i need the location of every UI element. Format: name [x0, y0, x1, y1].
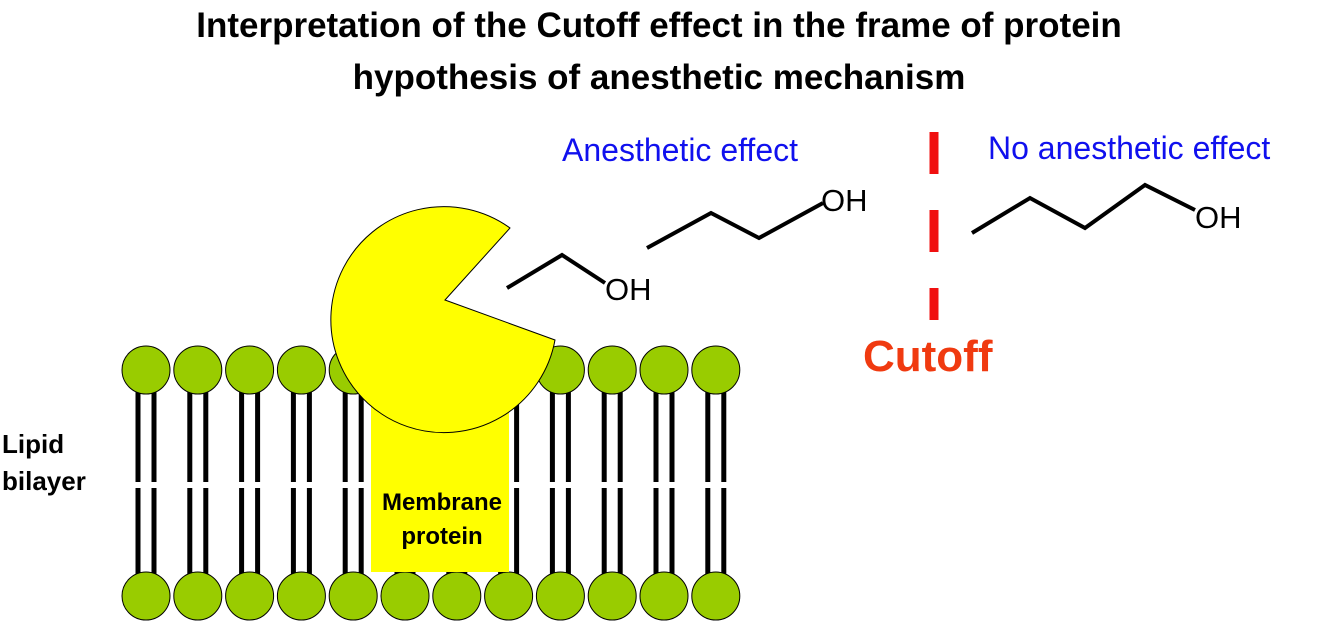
page-title: Interpretation of the Cutoff effect in t…	[0, 0, 1318, 104]
lipid-head	[328, 571, 378, 621]
ethanol-oh-label: OH	[605, 272, 652, 307]
lipid-label-line-2: bilayer	[2, 466, 86, 496]
no-anesthetic-effect-label: No anesthetic effect	[988, 130, 1271, 166]
lipid-head	[380, 571, 430, 621]
cutoff-label: Cutoff	[863, 332, 993, 381]
lipid-head	[173, 571, 223, 621]
lipid-head	[121, 571, 171, 621]
lipid-bilayer-label: Lipid bilayer	[2, 426, 86, 500]
title-line-2: hypothesis of anesthetic mechanism	[352, 58, 966, 97]
propanol-skeleton	[646, 201, 824, 250]
ethanol-skeleton	[505, 252, 607, 290]
anesthetic-effect-label: Anesthetic effect	[562, 132, 798, 168]
butanol-oh-label: OH	[1195, 200, 1242, 235]
membrane-protein	[330, 206, 556, 572]
lipid-head	[276, 571, 326, 621]
title-line-1: Interpretation of the Cutoff effect in t…	[196, 6, 1122, 45]
lipid-head	[691, 345, 741, 395]
protein-label-line-2: protein	[401, 523, 483, 550]
lipid-head	[587, 345, 637, 395]
lipid-head	[639, 345, 689, 395]
lipid-heads-bottom	[121, 571, 741, 621]
lipid-head	[225, 345, 275, 395]
lipid-head	[691, 571, 741, 621]
lipid-head	[225, 571, 275, 621]
lipid-label-line-1: Lipid	[2, 429, 65, 459]
membrane-protein-label: Membrane protein	[368, 486, 516, 554]
lipid-head	[535, 571, 585, 621]
lipid-head	[121, 345, 171, 395]
lipid-head	[432, 571, 482, 621]
protein-head	[330, 206, 556, 434]
protein-label-line-1: Membrane	[381, 489, 503, 516]
butanol-skeleton	[970, 182, 1196, 235]
lipid-head	[484, 571, 534, 621]
lipid-head	[587, 571, 637, 621]
lipid-head	[276, 345, 326, 395]
lipid-head	[639, 571, 689, 621]
lipid-head	[173, 345, 223, 395]
propanol-oh-label: OH	[821, 183, 868, 218]
